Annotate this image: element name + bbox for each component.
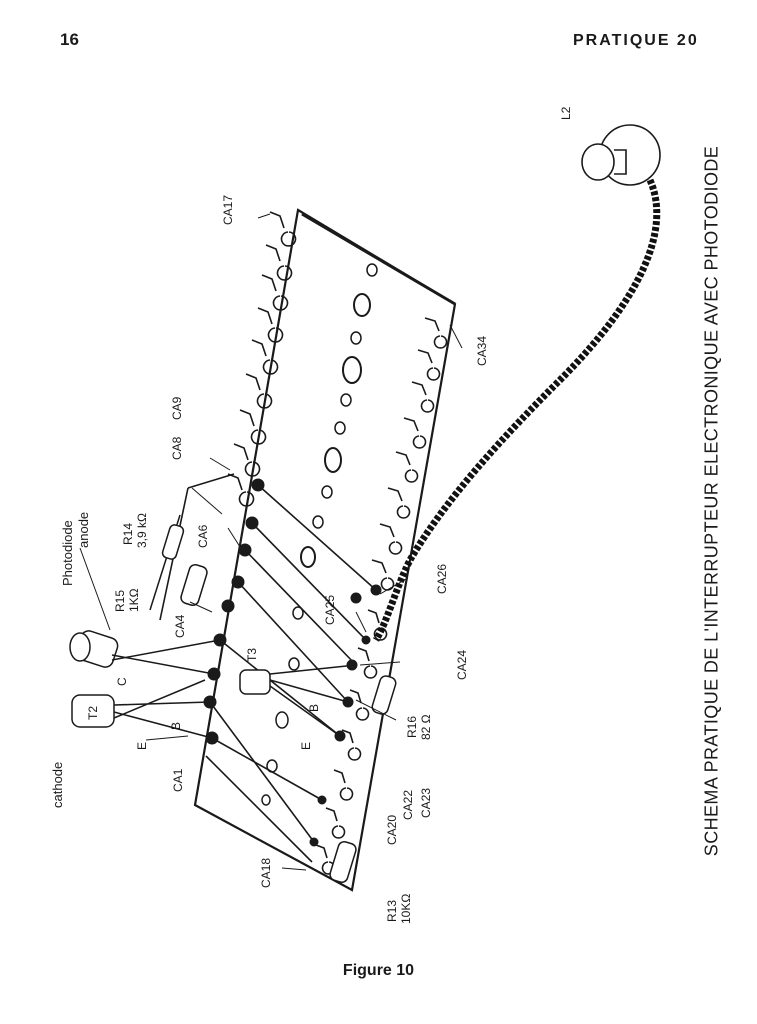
label-r14-name: R14: [121, 523, 135, 545]
label-e-t3: E: [299, 742, 313, 750]
upper-terminal-row: [227, 211, 297, 507]
label-r13-value: 10KΩ: [399, 894, 413, 924]
resistor-r13: [329, 840, 357, 884]
label-r13-name: R13: [385, 900, 399, 922]
label-ca26: CA26: [435, 564, 449, 594]
transistor-t3: [239, 664, 357, 737]
label-e-t2: E: [135, 742, 149, 750]
label-c: C: [115, 677, 129, 686]
label-b-t3: B: [307, 704, 321, 712]
label-ca6: CA6: [196, 524, 210, 548]
section-title: PRATIQUE 20: [573, 32, 699, 49]
label-ca18: CA18: [259, 858, 273, 888]
label-r14-value: 3,9 kΩ: [135, 513, 149, 548]
transistor-t2: [71, 679, 213, 739]
label-r16-name: R16: [405, 716, 419, 738]
label-t2: T2: [86, 706, 100, 720]
label-l2: L2: [559, 106, 573, 120]
label-r16-value: 82 Ω: [419, 714, 433, 740]
label-ca22: CA22: [401, 790, 415, 820]
label-ca23: CA23: [419, 788, 433, 818]
label-ca20: CA20: [385, 815, 399, 845]
label-ca34: CA34: [475, 336, 489, 366]
label-ca24: CA24: [455, 650, 469, 680]
resistor-r16: [371, 675, 397, 715]
twisted-cable: [372, 178, 661, 642]
photodiode: [69, 630, 221, 675]
label-ca8: CA8: [170, 436, 184, 460]
label-ca4: CA4: [173, 614, 187, 638]
circuit-board: [193, 208, 457, 892]
label-anode: anode: [76, 512, 91, 548]
component-ca6: [180, 563, 208, 607]
label-photodiode: Photodiode: [60, 520, 75, 586]
figure-caption: Figure 10: [342, 962, 415, 979]
label-ca25: CA25: [323, 595, 337, 625]
label-r15-name: R15: [113, 590, 127, 612]
page-number: 16: [60, 30, 79, 49]
label-r15-value: 1KΩ: [127, 588, 141, 612]
label-ca9: CA9: [170, 396, 184, 420]
leader-lines: [79, 213, 463, 871]
resistor-r14: [149, 514, 185, 611]
label-ca17: CA17: [221, 195, 235, 225]
label-t3: T3: [245, 648, 259, 662]
label-b-t2: B: [169, 722, 183, 730]
lower-terminal-row: [371, 317, 448, 591]
label-ca1: CA1: [171, 768, 185, 792]
lamp-l2: [581, 124, 661, 186]
bottom-terminal-row: [315, 609, 388, 875]
label-cathode: cathode: [50, 762, 65, 808]
